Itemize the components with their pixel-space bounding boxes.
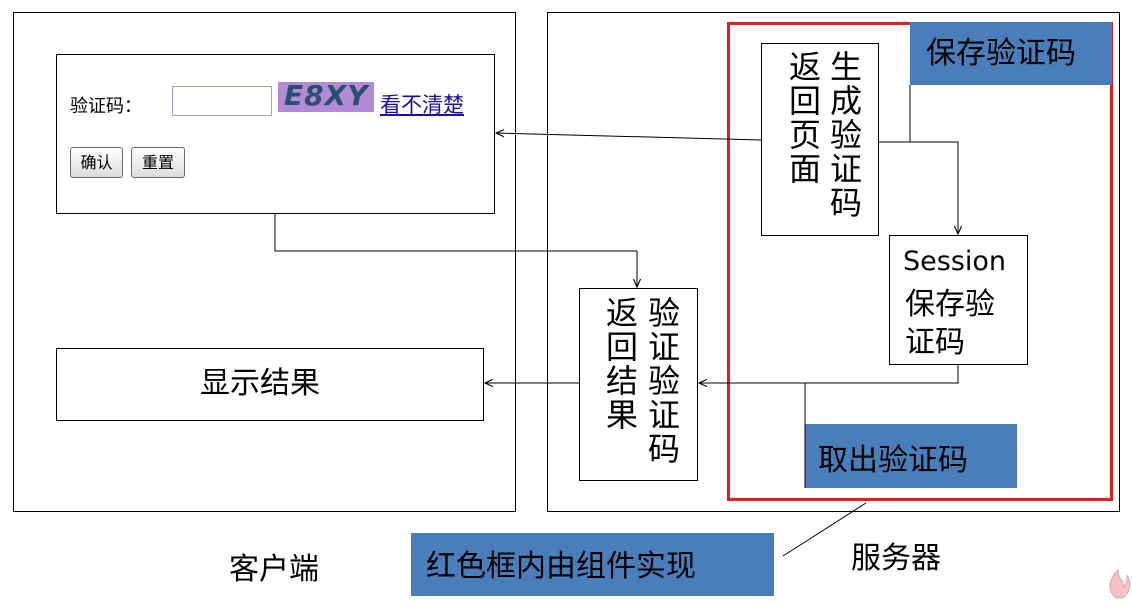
return-result-text: 返回结果 [601, 296, 639, 432]
note-leader [782, 502, 867, 557]
return-page-text: 返回页面 [784, 50, 822, 186]
show-result-box [56, 348, 484, 421]
confirm-button[interactable]: 确认 [70, 147, 123, 178]
session-text: 保存验证码 [905, 287, 995, 360]
arrow-session-to-verify [699, 365, 959, 383]
captcha-image-text: E8XY [284, 79, 369, 112]
fetch-captcha-label: 取出验证码 [818, 443, 968, 478]
show-result-label: 显示结果 [200, 366, 320, 401]
generate-captcha-text: 生成验证码 [825, 50, 863, 220]
captcha-label: 验证码： [70, 96, 142, 117]
save-captcha-label: 保存验证码 [926, 36, 1076, 71]
captcha-form-box [56, 54, 495, 214]
captcha-image [278, 82, 374, 112]
verify-captcha-text: 验证验证码 [643, 296, 681, 466]
flame-logo [1109, 568, 1131, 599]
return-generate-box [761, 43, 879, 236]
verify-box [579, 288, 698, 481]
save-captcha-label-bg [910, 22, 1112, 85]
reset-button[interactable]: 重置 [131, 147, 185, 178]
component-note-bg [411, 533, 774, 596]
session-box [889, 235, 1028, 365]
server-caption: 服务器 [851, 541, 941, 576]
component-note: 红色框内由组件实现 [426, 549, 696, 584]
unclear-link[interactable]: 看不清楚 [380, 93, 464, 117]
captcha-input[interactable] [172, 86, 272, 116]
session-title: Session [903, 246, 1007, 277]
fetch-captcha-label-bg [805, 424, 1017, 488]
arrow-return-page [496, 133, 762, 141]
arrow-to-session [879, 141, 958, 234]
client-caption: 客户端 [229, 552, 319, 587]
arrow-submit [274, 214, 637, 287]
